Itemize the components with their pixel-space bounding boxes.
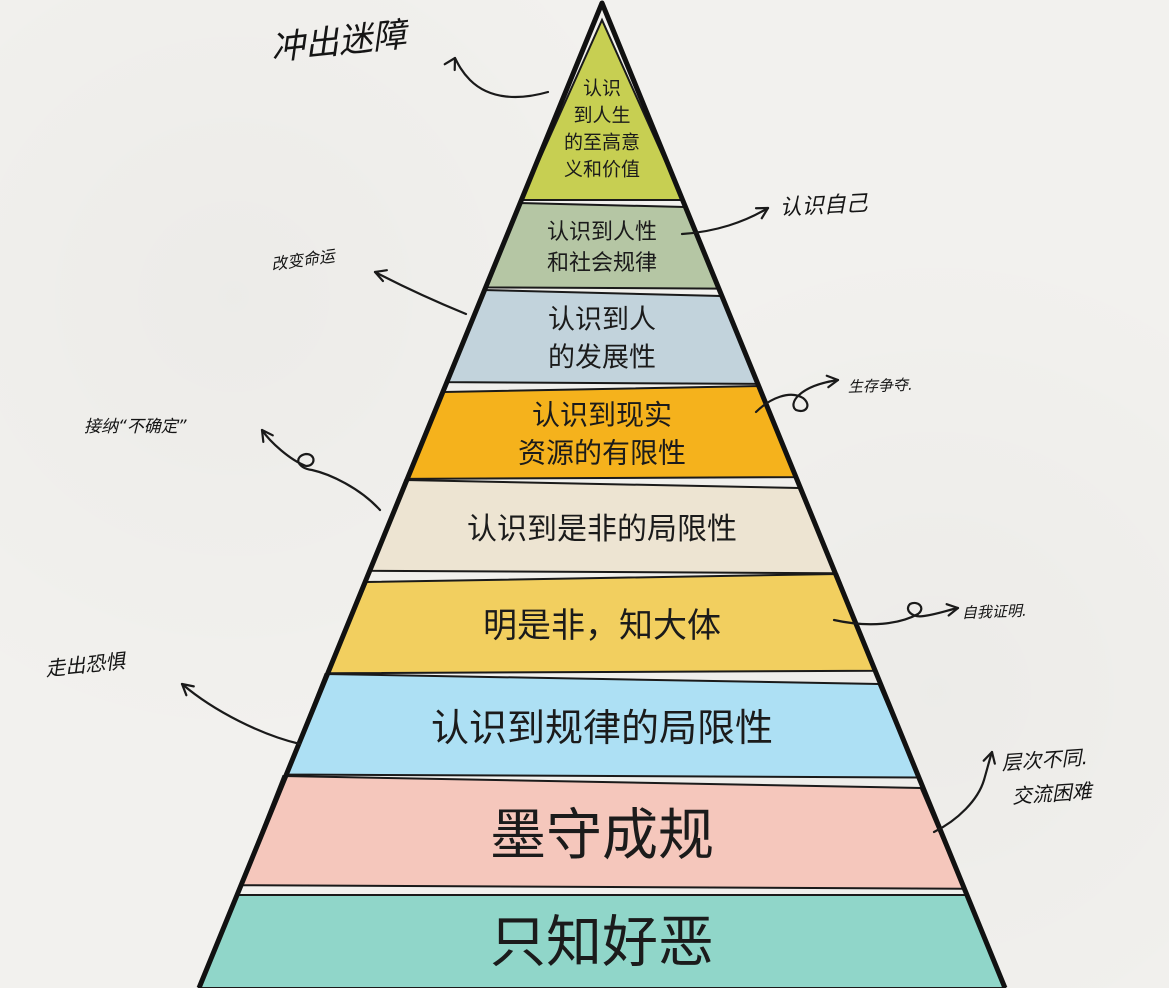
- annotation-note-5: 接纳“不确定”: [84, 417, 187, 437]
- arrow-line-6: [832, 601, 960, 626]
- annotation-note-3: 改变命运: [270, 246, 338, 274]
- tier-1-label-line-1: 认识: [583, 77, 621, 99]
- pyramid-tier-5: 认识到是非的局限性: [367, 478, 837, 575]
- annotation-arrow-6: [832, 601, 960, 626]
- tier-1-band: [519, 17, 685, 201]
- tier-2-label-line-1: 认识到人性: [547, 220, 657, 245]
- annotation-note-3-line-1: 改变命运: [270, 246, 338, 274]
- annotation-note-5-line-1: 接纳“不确定”: [84, 417, 187, 437]
- pyramid-tiers: 认识到人生的至高意义和价值认识到人性和社会规律认识到人的发展性认识到现实资源的有…: [197, 17, 1007, 988]
- tier-4-label-line-1: 认识到现实: [532, 399, 672, 432]
- annotation-arrow-2: [680, 206, 770, 236]
- annotation-arrow-8: [932, 750, 996, 834]
- arrowhead-7: [180, 682, 195, 697]
- annotation-arrow-7: [180, 682, 302, 746]
- annotation-note-8-line-2: 交流困难: [1011, 779, 1095, 809]
- annotation-note-2: 认识自己: [779, 191, 869, 221]
- annotation-note-6-line-1: 自我证明.: [962, 602, 1027, 622]
- annotation-note-7: 走出恐惧: [44, 649, 128, 681]
- arrowhead-3: [373, 269, 388, 283]
- annotation-note-8-line-1: 层次不同.: [1001, 745, 1089, 775]
- annotation-note-1-line-1: 冲出迷障: [269, 15, 412, 69]
- arrowhead-8: [982, 750, 996, 765]
- arrowhead-6: [945, 603, 960, 617]
- annotation-arrow-4: [754, 374, 840, 414]
- tier-1-label-line-2: 到人生: [573, 104, 630, 126]
- arrow-line-5: [260, 428, 382, 512]
- pyramid-tier-7: 认识到规律的局限性: [284, 672, 920, 779]
- arrow-line-8: [932, 750, 994, 834]
- arrowhead-5: [260, 428, 274, 444]
- pyramid-outline: [196, 0, 1008, 988]
- annotation-note-2-line-1: 认识自己: [779, 191, 869, 221]
- arrowhead-4: [825, 374, 840, 389]
- tier-7-label-line-1: 认识到规律的局限性: [431, 706, 773, 750]
- annotation-note-4-line-1: 生存争夺.: [848, 376, 913, 396]
- annotation-note-8: 层次不同. 交流困难: [1001, 745, 1096, 809]
- annotation-arrow-5: [260, 428, 382, 512]
- tier-8-label-line-1: 墨守成规: [490, 804, 714, 869]
- arrow-line-4: [754, 378, 840, 414]
- tier-2-label-line-2: 和社会规律: [547, 251, 657, 276]
- arrowhead-1: [443, 56, 457, 72]
- annotation-note-4: 生存争夺.: [848, 376, 913, 396]
- annotation-arrows: [180, 56, 996, 834]
- pyramid-tier-6: 明是非，知大体: [326, 572, 878, 675]
- arrow-line-1: [453, 56, 550, 99]
- annotation-note-1: 冲出迷障: [269, 15, 412, 69]
- tier-5-label-line-1: 认识到是非的局限性: [467, 512, 737, 547]
- annotation-arrow-3: [373, 269, 468, 316]
- tier-1-label-line-3: 的至高意: [564, 131, 640, 153]
- tier-1-label-line-4: 义和价值: [564, 158, 640, 180]
- pyramid-tier-8: 墨守成规: [238, 774, 966, 890]
- arrow-line-7: [180, 682, 302, 746]
- annotation-arrow-1: [443, 56, 550, 99]
- tier-6-label-line-1: 明是非，知大体: [483, 606, 721, 646]
- arrowhead-2: [754, 206, 770, 220]
- tier-3-label-line-2: 的发展性: [548, 343, 656, 374]
- annotation-note-7-line-1: 走出恐惧: [44, 649, 128, 681]
- tier-3-label-line-1: 认识到人: [548, 305, 656, 336]
- pyramid-tier-9: 只知好恶: [197, 894, 1007, 988]
- tier-9-label-line-1: 只知好恶: [490, 911, 714, 976]
- annotation-note-6: 自我证明.: [962, 602, 1027, 622]
- arrow-line-3: [373, 270, 468, 316]
- tier-4-label-line-2: 资源的有限性: [518, 437, 686, 470]
- arrow-line-2: [680, 206, 770, 236]
